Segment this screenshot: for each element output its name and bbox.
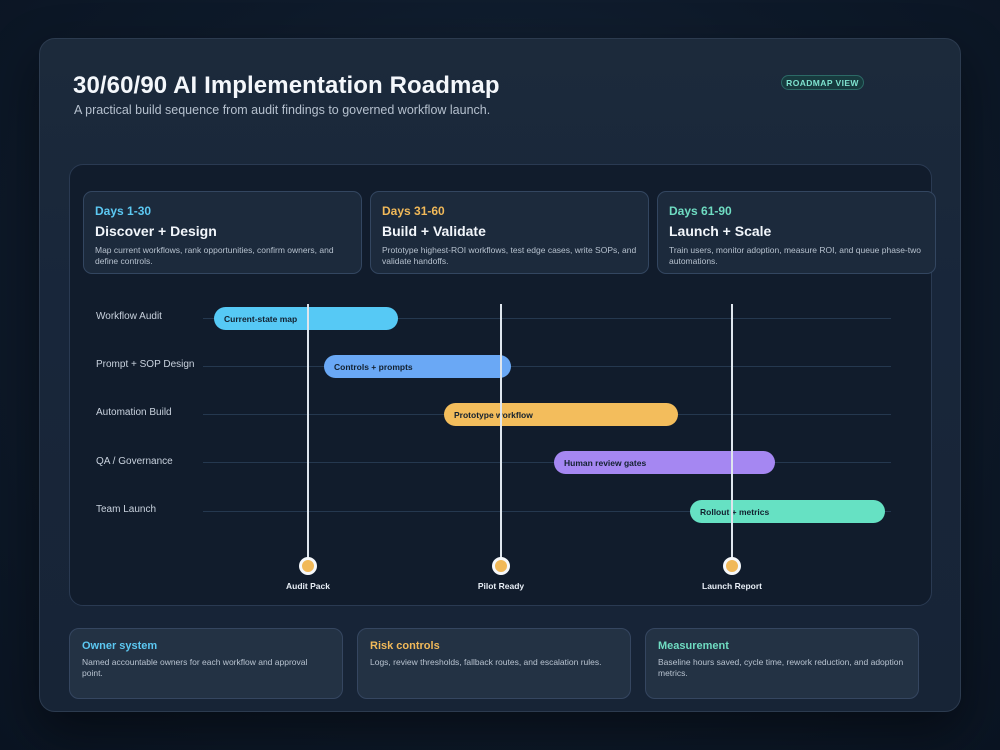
page-subtitle: A practical build sequence from audit fi… — [74, 103, 491, 117]
phase-days: Days 61-90 — [669, 204, 732, 218]
phase-card-2: Days 31-60 Build + Validate Prototype hi… — [370, 191, 649, 274]
milestone-label-audit-pack: Audit Pack — [286, 581, 330, 591]
milestone-label-pilot-ready: Pilot Ready — [477, 581, 525, 591]
footer-card-risk-controls: Risk controls Logs, review thresholds, f… — [357, 628, 631, 699]
row-label-qa-governance: QA / Governance — [96, 456, 173, 467]
milestone-line — [307, 304, 309, 566]
roadmap-card: 30/60/90 AI Implementation Roadmap A pra… — [39, 38, 961, 712]
row-label-prompt-sop-design: Prompt + SOP Design — [96, 359, 195, 370]
milestone-line — [731, 304, 733, 566]
footer-card-title: Risk controls — [370, 640, 440, 652]
phase-name: Discover + Design — [95, 223, 217, 239]
gantt-bar-human-review-gates[interactable]: Human review gates — [554, 451, 775, 474]
milestone-line — [500, 304, 502, 566]
row-gridline — [203, 462, 891, 463]
phase-name: Launch + Scale — [669, 223, 772, 239]
phase-description: Train users, monitor adoption, measure R… — [669, 245, 921, 266]
phase-description: Map current workflows, rank opportunitie… — [95, 245, 334, 266]
row-label-automation-build: Automation Build — [96, 407, 172, 418]
phase-days: Days 1-30 — [95, 204, 152, 218]
footer-card-measurement: Measurement Baseline hours saved, cycle … — [645, 628, 919, 699]
footer-card-title: Measurement — [658, 640, 729, 652]
phase-description: Prototype highest-ROI workflows, test ed… — [382, 245, 637, 266]
row-gridline — [203, 318, 891, 319]
row-gridline — [203, 511, 891, 512]
phase-card-3: Days 61-90 Launch + Scale Train users, m… — [657, 191, 936, 274]
gantt-bar-rollout-metrics[interactable]: Rollout + metrics — [690, 500, 885, 523]
gantt-bar-current-state-map[interactable]: Current-state map — [214, 307, 398, 330]
gantt-bar-controls-prompts[interactable]: Controls + prompts — [324, 355, 511, 378]
footer-card-description: Logs, review thresholds, fallback routes… — [370, 657, 602, 667]
milestone-marker-pilot-ready[interactable] — [492, 557, 510, 575]
milestone-marker-audit-pack[interactable] — [299, 557, 317, 575]
footer-card-description: Named accountable owners for each workfl… — [82, 657, 308, 678]
gantt-bar-prototype-workflow[interactable]: Prototype workflow — [444, 403, 678, 426]
phase-card-1: Days 1-30 Discover + Design Map current … — [83, 191, 362, 274]
phase-days: Days 31-60 — [382, 204, 445, 218]
page-title: 30/60/90 AI Implementation Roadmap — [73, 72, 500, 99]
timeline-panel: Days 1-30 Discover + Design Map current … — [69, 164, 936, 606]
footer-card-title: Owner system — [82, 640, 158, 652]
row-gridline — [203, 366, 891, 367]
footer-card-description: Baseline hours saved, cycle time, rework… — [658, 657, 904, 678]
row-label-team-launch: Team Launch — [96, 504, 157, 515]
phase-name: Build + Validate — [382, 223, 486, 239]
roadmap-view-badge[interactable]: ROADMAP VIEW — [781, 75, 864, 90]
footer-card-owner-system: Owner system Named accountable owners fo… — [69, 628, 343, 699]
milestone-label-launch-report: Launch Report — [702, 581, 762, 591]
row-label-workflow-audit: Workflow Audit — [96, 311, 162, 322]
milestone-marker-launch-report[interactable] — [723, 557, 741, 575]
